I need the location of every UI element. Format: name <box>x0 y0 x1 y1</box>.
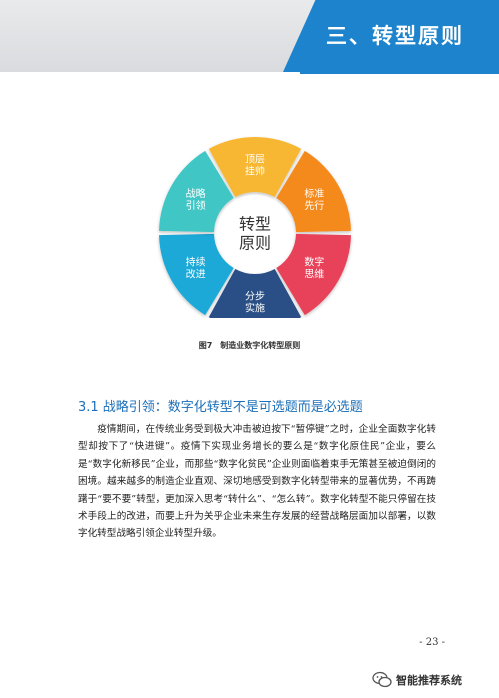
watermark: 智能推荐系统 <box>372 669 494 691</box>
wheel-center-label: 原则 <box>239 234 271 253</box>
page-number: - 23 - <box>419 637 445 648</box>
wheel-segment-label: 改进 <box>186 267 206 280</box>
chat-bubble-icon <box>372 671 392 688</box>
wheel-segment-1 <box>276 150 351 233</box>
wheel-center <box>217 195 293 271</box>
wheel-center-label: 转型 <box>239 215 271 234</box>
header-title-band <box>283 0 499 72</box>
principles-diagram: 顶层挂帅标准先行数字思维分步实施 持续改进 战略引领转型原则 <box>150 128 360 329</box>
wheel-segment-label: 数字 <box>304 255 324 268</box>
wheel-segment-4 <box>159 233 234 316</box>
body-paragraph: 疫情期间，在传统业务受到极大冲击被迫按下“暂停键”之时，企业全面数字化转型却按下… <box>78 424 436 540</box>
header-bar <box>0 0 330 72</box>
wheel-segment-2 <box>276 233 351 316</box>
wheel-segment-label: 战略 <box>186 187 206 200</box>
watermark-text: 智能推荐系统 <box>396 674 462 687</box>
wheel-segment-label: 顶层 <box>245 154 265 166</box>
wheel-segment-0 <box>208 137 302 198</box>
wheel-segment-label: 分步 <box>245 291 265 303</box>
wheel-segment-label: 挂帅 <box>245 165 265 178</box>
wheel-segment-label: 实施 <box>245 302 265 315</box>
header-underline <box>300 72 499 74</box>
wheel-segment-label: 持续 <box>186 255 206 268</box>
figure-caption: 图7 制造业数字化转型原则 <box>198 341 301 350</box>
wheel-segment-5 <box>159 150 234 233</box>
wheel-segment-label: 思维 <box>304 267 324 280</box>
section-heading: 3.1 战略引领：数字化转型不是可选题而是必选题 <box>78 400 363 415</box>
wheel-segment-label: 标准 <box>304 188 324 200</box>
wheel-segment-label: 先行 <box>304 199 324 212</box>
chapter-title: 三、转型原则 <box>326 23 464 48</box>
wheel-segment-3 <box>208 268 302 329</box>
wheel-segment-label: 引领 <box>186 199 206 212</box>
